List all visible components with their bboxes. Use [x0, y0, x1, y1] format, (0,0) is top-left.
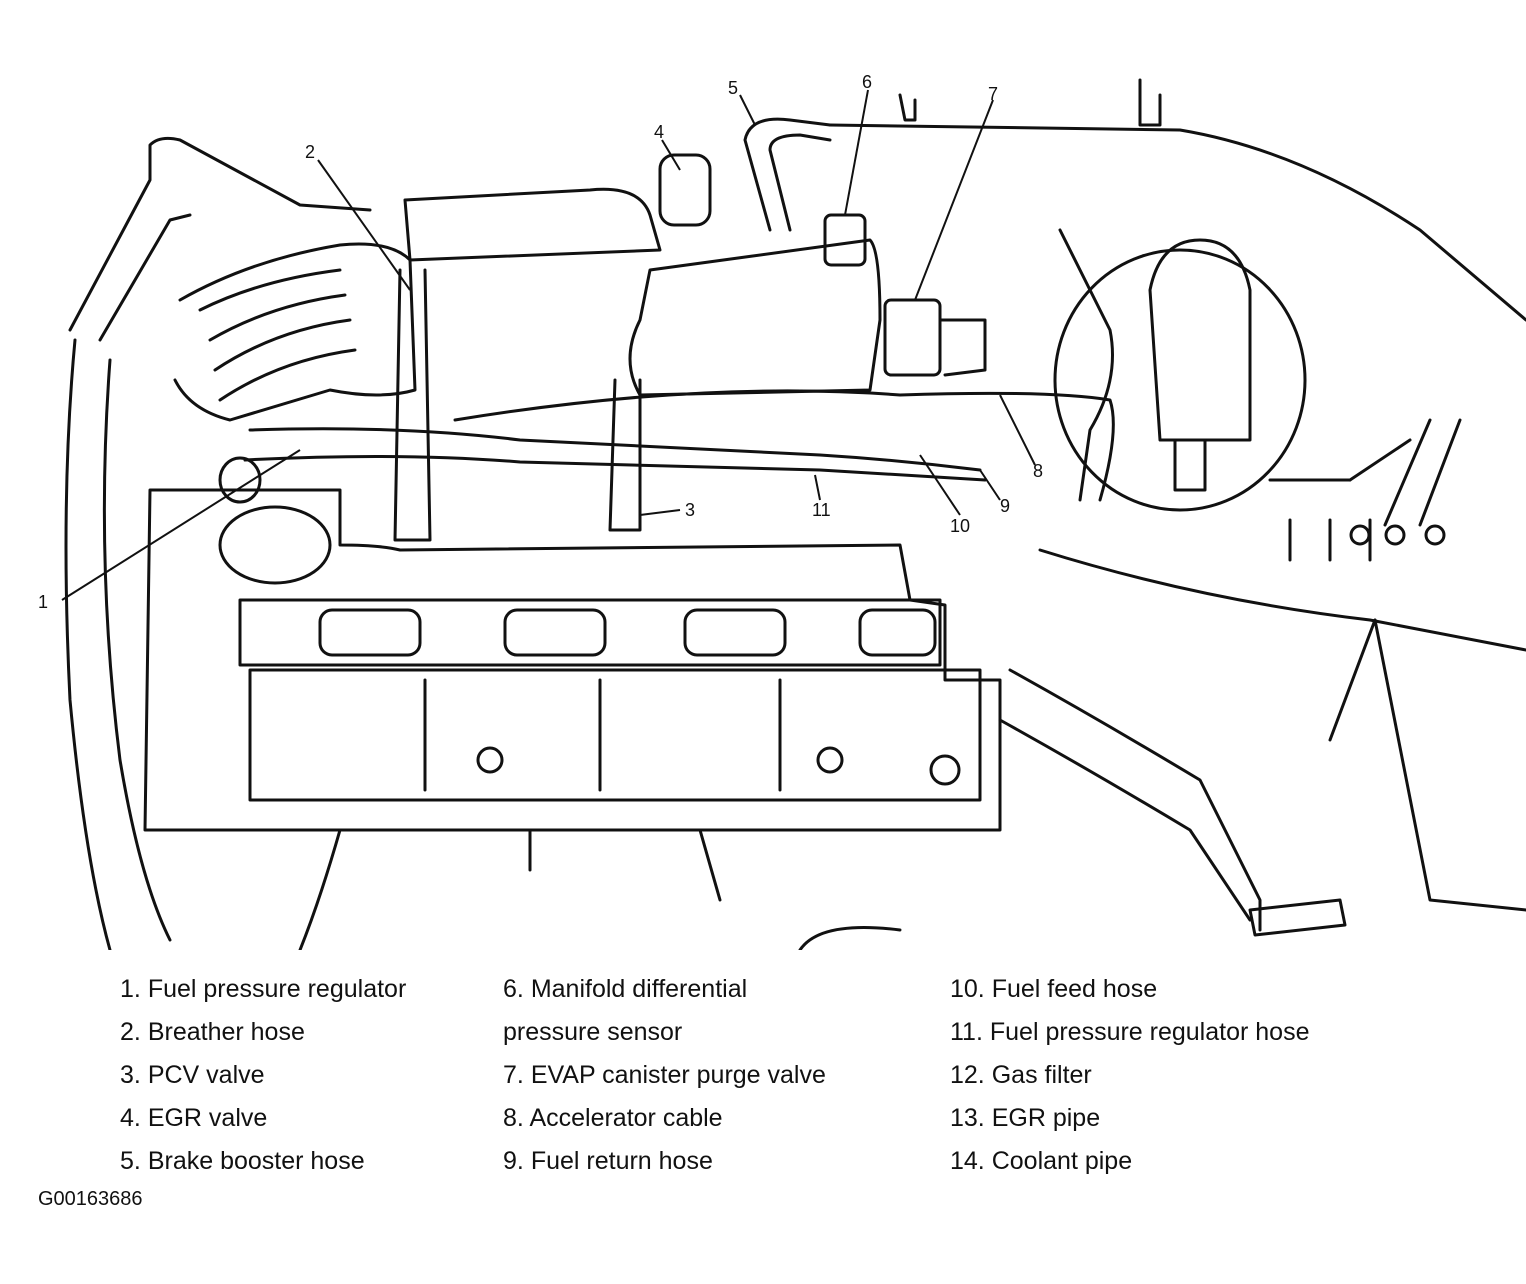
legend-item: 7. EVAP canister purge valve — [503, 1061, 826, 1089]
legend-item: 11. Fuel pressure regulator hose — [950, 1018, 1310, 1046]
egr-valve — [658, 153, 712, 227]
legend-item: 5. Brake booster hose — [120, 1147, 365, 1175]
callout-1: 1 — [38, 592, 48, 612]
legend-column-3: 10. Fuel feed hose 11. Fuel pressure reg… — [950, 968, 1309, 1183]
throttle-body — [403, 187, 662, 262]
legend-column-1: 1. Fuel pressure regulator 2. Breather h… — [120, 968, 406, 1183]
oil-filler-cap — [218, 505, 332, 585]
callout-6: 6 — [862, 72, 872, 92]
callout-8: 8 — [1033, 461, 1043, 481]
legend-item: 12. Gas filter — [950, 1061, 1092, 1089]
legend-item: 10. Fuel feed hose — [950, 975, 1158, 1003]
legend-column-2: 6. Manifold differential pressure sensor… — [503, 968, 826, 1183]
callout-4: 4 — [654, 122, 664, 142]
pcv-hose — [608, 378, 642, 532]
engine-compartment-diagram: 1 2 3 4 5 6 7 8 9 10 11 — [38, 72, 1526, 950]
figure-code: G00163686 — [38, 1188, 143, 1210]
cylinder-head-cover — [143, 488, 1002, 832]
breather-hose — [393, 268, 432, 542]
legend-item: 8. Accelerator cable — [503, 1104, 723, 1132]
legend-item-continuation: pressure sensor — [503, 1018, 683, 1046]
coolant-pipe — [1008, 668, 1262, 932]
callout-labels: 1 2 3 4 5 6 7 8 9 10 11 — [38, 72, 1043, 612]
purge-valve — [883, 298, 942, 377]
callout-10: 10 — [950, 516, 970, 536]
callout-3: 3 — [685, 500, 695, 520]
legend-item: 1. Fuel pressure regulator — [120, 975, 407, 1003]
accelerator-cable — [453, 389, 1115, 502]
legend-item: 3. PCV valve — [120, 1061, 265, 1089]
callout-2: 2 — [305, 142, 315, 162]
legend-item: 9. Fuel return hose — [503, 1147, 713, 1175]
callout-7: 7 — [988, 84, 998, 104]
master-cylinder — [1148, 238, 1252, 442]
legend-item: 6. Manifold differential — [503, 975, 748, 1003]
callout-5: 5 — [728, 78, 738, 98]
callout-11: 11 — [812, 500, 831, 520]
legend-item: 2. Breather hose — [120, 1018, 305, 1046]
legend-item: 13. EGR pipe — [950, 1104, 1101, 1132]
legend-item: 14. Coolant pipe — [950, 1147, 1133, 1175]
brake-booster — [1053, 248, 1307, 512]
callout-9: 9 — [1000, 496, 1010, 516]
brake-booster-hose — [743, 117, 832, 232]
body-outline — [68, 136, 372, 332]
legend-item: 4. EGR valve — [120, 1104, 268, 1132]
